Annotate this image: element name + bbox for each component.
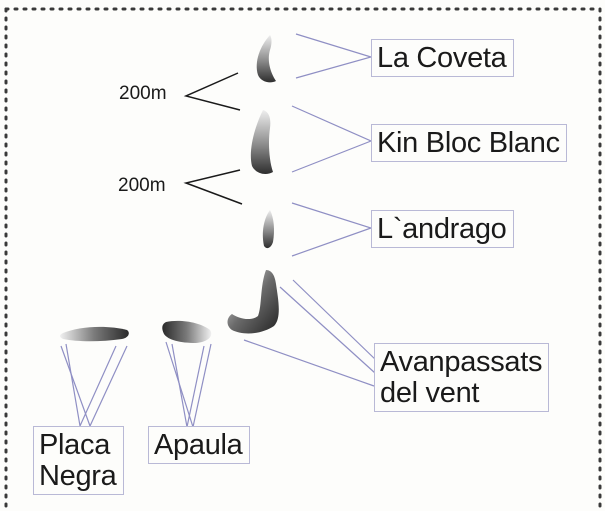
leader-apaula-outer xyxy=(165,341,212,430)
leader-lines xyxy=(60,33,379,430)
label-kin-bloc-blanc-text: Kin Bloc Blanc xyxy=(377,127,560,159)
label-landrago: L`andrago xyxy=(371,210,514,248)
label-placa-line1: Placa xyxy=(39,429,111,461)
label-avanpassats-del-vent: Avanpassats del vent xyxy=(374,343,550,412)
boulder-avanpassats xyxy=(227,270,279,334)
label-avanpassats-line2: del vent xyxy=(380,377,480,409)
label-apaula: Apaula xyxy=(148,426,250,464)
dotted-frame xyxy=(4,7,602,510)
distance-label-upper: 200m xyxy=(119,83,167,104)
distance-bracket-upper xyxy=(183,72,241,111)
leader-avanpassats-bottom xyxy=(243,339,375,387)
boulder-apaula xyxy=(162,320,212,343)
distance-brackets xyxy=(183,72,243,205)
label-placa-negra: Placa Negra xyxy=(33,426,124,495)
leader-avanpassats-top xyxy=(292,279,379,363)
distance-bracket-lower xyxy=(183,169,243,205)
leader-kin-bloc-blanc xyxy=(291,105,373,173)
label-la-coveta: La Coveta xyxy=(371,39,514,77)
label-placa-line2: Negra xyxy=(39,460,117,492)
label-kin-bloc-blanc: Kin Bloc Blanc xyxy=(371,124,567,162)
label-landrago-text: L`andrago xyxy=(377,213,507,245)
leader-la-coveta xyxy=(295,33,374,79)
leader-landrago xyxy=(291,202,373,257)
leader-apaula-inner xyxy=(171,343,205,428)
leader-placa-outer xyxy=(60,345,128,428)
boulder-landrago xyxy=(262,210,274,249)
boulder-kin-bloc-blanc xyxy=(250,110,273,174)
distance-label-lower: 200m xyxy=(118,175,166,196)
boulder-la-coveta xyxy=(256,35,276,83)
leader-avanpassats-mid xyxy=(279,286,376,374)
label-la-coveta-text: La Coveta xyxy=(377,42,507,74)
boulder-placa-negra xyxy=(60,326,129,342)
label-apaula-text: Apaula xyxy=(154,429,243,461)
label-avanpassats-line1: Avanpassats xyxy=(380,346,543,378)
